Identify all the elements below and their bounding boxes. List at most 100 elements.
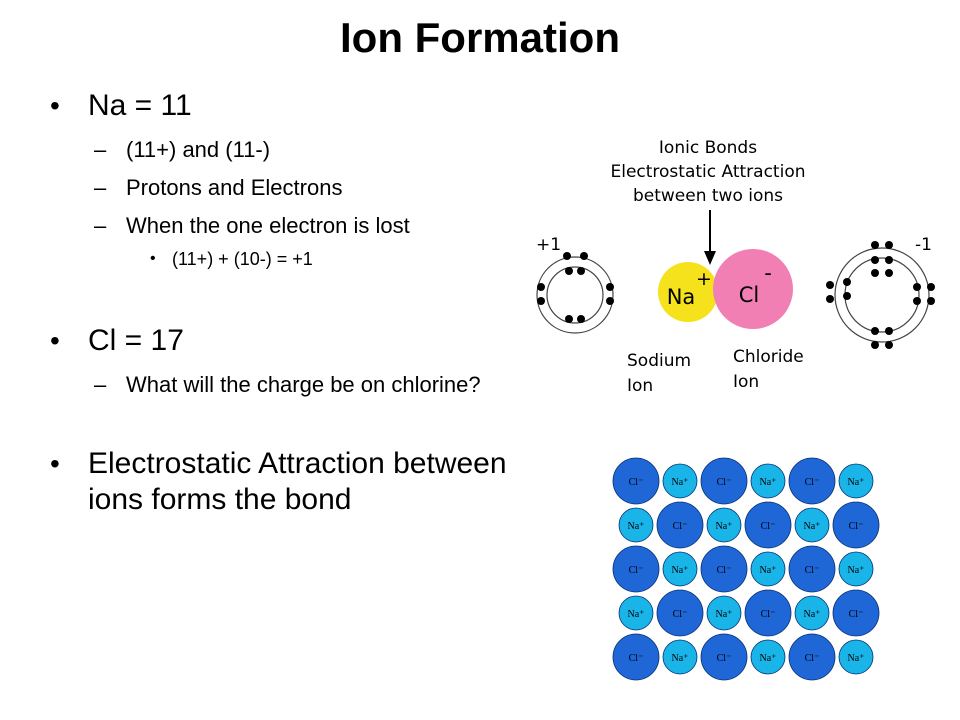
lattice-chloride-ion: Cl⁻ xyxy=(700,457,748,505)
lattice-ion-label: Cl⁻ xyxy=(673,521,688,532)
lattice-ion-circle xyxy=(618,507,654,543)
lattice-ion-circle xyxy=(700,457,748,505)
lattice-sodium-ion: Na⁺ xyxy=(662,551,698,587)
lattice-ion-circle xyxy=(750,639,786,675)
lattice-ion-label: Na⁺ xyxy=(672,477,689,488)
sub-bullet-chlorine-question: What will the charge be on chlorine? xyxy=(88,371,510,398)
lattice-ion-circle xyxy=(656,589,704,637)
lattice-ion-label: Cl⁻ xyxy=(629,565,644,576)
lattice-ion-circle xyxy=(618,595,654,631)
lattice-sodium-ion: Na⁺ xyxy=(794,507,830,543)
lattice-ion-label: Cl⁻ xyxy=(805,565,820,576)
lattice-chloride-ion: Cl⁻ xyxy=(832,589,880,637)
lattice-sodium-ion: Na⁺ xyxy=(750,551,786,587)
sub-bullet-charges: (11+) and (11-) xyxy=(88,136,510,163)
lattice-chloride-ion: Cl⁻ xyxy=(656,501,704,549)
lattice-sodium-ion: Na⁺ xyxy=(618,595,654,631)
lattice-ion-circle xyxy=(788,457,836,505)
lattice-ion-circle xyxy=(612,545,660,593)
lattice-ion-label: Na⁺ xyxy=(628,521,645,532)
lattice-ion-circle xyxy=(656,501,704,549)
lattice-sodium-ion: Na⁺ xyxy=(706,507,742,543)
lattice-ion-label: Cl⁻ xyxy=(761,521,776,532)
lattice-ion-label: Na⁺ xyxy=(848,653,865,664)
lattice-ion-circle xyxy=(788,633,836,681)
right-charge-label: -1 xyxy=(915,235,932,255)
lattice-sodium-ion: Na⁺ xyxy=(750,463,786,499)
lattice-ion-label: Cl⁻ xyxy=(849,521,864,532)
diagram-caption-line3: between two ions xyxy=(633,186,783,206)
lattice-ion-label: Na⁺ xyxy=(804,609,821,620)
lattice-ion-label: Na⁺ xyxy=(672,653,689,664)
chloride-ion-label-line1: Chloride xyxy=(733,347,804,367)
lattice-ion-circle xyxy=(750,551,786,587)
lattice-ion-circle xyxy=(788,545,836,593)
lattice-ion-circle xyxy=(832,501,880,549)
diagram-caption-line1: Ionic Bonds xyxy=(659,138,757,158)
lattice-ion-circle xyxy=(794,507,830,543)
sodium-ion-circle xyxy=(658,262,718,322)
lattice-ion-label: Na⁺ xyxy=(848,477,865,488)
lattice-chloride-ion: Cl⁻ xyxy=(612,457,660,505)
lattice-chloride-ion: Cl⁻ xyxy=(788,545,836,593)
lattice-ion-circle xyxy=(832,589,880,637)
lattice-ion-circle xyxy=(744,589,792,637)
diagram-caption-line2: Electrostatic Attraction xyxy=(610,162,805,182)
lattice-sodium-ion: Na⁺ xyxy=(750,639,786,675)
lattice-ion-label: Na⁺ xyxy=(716,609,733,620)
sodium-ion: Na + xyxy=(658,262,718,322)
bullet-cl: Cl = 17 xyxy=(50,323,510,359)
lattice-ion-label: Cl⁻ xyxy=(805,653,820,664)
lattice-ion-label: Na⁺ xyxy=(760,477,777,488)
left-charge-label: +1 xyxy=(536,235,561,255)
lattice-ion-circle xyxy=(838,551,874,587)
lattice-ion-circle xyxy=(700,633,748,681)
sub-bullet-electron-lost: When the one electron is lost xyxy=(88,212,510,239)
sodium-plus-sign: + xyxy=(696,268,712,290)
lattice-chloride-ion: Cl⁻ xyxy=(744,589,792,637)
lattice-chloride-ion: Cl⁻ xyxy=(832,501,880,549)
lattice-ion-label: Na⁺ xyxy=(804,521,821,532)
attraction-arrow xyxy=(704,210,716,265)
slide-title: Ion Formation xyxy=(340,14,620,61)
lattice-chloride-ion: Cl⁻ xyxy=(612,633,660,681)
lattice-sodium-ion: Na⁺ xyxy=(838,551,874,587)
lattice-ion-circle xyxy=(794,595,830,631)
lattice-chloride-ion: Cl⁻ xyxy=(788,633,836,681)
bullet-na: Na = 11 xyxy=(50,88,510,124)
lattice-chloride-ion: Cl⁻ xyxy=(656,589,704,637)
chloride-ion: Cl - xyxy=(713,249,793,329)
lattice-sodium-ion: Na⁺ xyxy=(838,463,874,499)
lattice-ion-label: Na⁺ xyxy=(848,565,865,576)
lattice-chloride-ion: Cl⁻ xyxy=(612,545,660,593)
lattice-ion-label: Cl⁻ xyxy=(717,477,732,488)
lattice-ion-circle xyxy=(706,595,742,631)
lattice-ion-label: Na⁺ xyxy=(760,653,777,664)
lattice-ion-circle xyxy=(750,463,786,499)
nacl-lattice: Cl⁻Na⁺Cl⁻Na⁺Cl⁻Na⁺Na⁺Cl⁻Na⁺Cl⁻Na⁺Cl⁻Cl⁻N… xyxy=(612,457,880,681)
chloride-ion-circle xyxy=(713,249,793,329)
lattice-ion-circle xyxy=(838,639,874,675)
sub-bullet-protons-electrons: Protons and Electrons xyxy=(88,174,510,201)
sub-sub-bullet-equation: (11+) + (10-) = +1 xyxy=(150,247,510,271)
lattice-ion-label: Cl⁻ xyxy=(717,653,732,664)
lattice-sodium-ion: Na⁺ xyxy=(662,463,698,499)
sodium-shell-diagram xyxy=(536,252,614,334)
lattice-ion-circle xyxy=(612,457,660,505)
lattice-ion-label: Na⁺ xyxy=(672,565,689,576)
lattice-ion-label: Cl⁻ xyxy=(805,477,820,488)
lattice-sodium-ion: Na⁺ xyxy=(838,639,874,675)
sodium-ion-label-line2: Ion xyxy=(627,376,653,396)
lattice-ion-label: Cl⁻ xyxy=(761,609,776,620)
lattice-ion-circle xyxy=(706,507,742,543)
lattice-ion-circle xyxy=(744,501,792,549)
lattice-ion-circle xyxy=(662,463,698,499)
lattice-sodium-ion: Na⁺ xyxy=(794,595,830,631)
lattice-sodium-ion: Na⁺ xyxy=(662,639,698,675)
bullet-electrostatic: Electrostatic Attraction between ions fo… xyxy=(50,446,510,518)
lattice-ion-circle xyxy=(838,463,874,499)
lattice-ion-circle xyxy=(612,633,660,681)
lattice-ion-label: Na⁺ xyxy=(628,609,645,620)
lattice-ion-label: Na⁺ xyxy=(716,521,733,532)
lattice-ion-label: Cl⁻ xyxy=(849,609,864,620)
